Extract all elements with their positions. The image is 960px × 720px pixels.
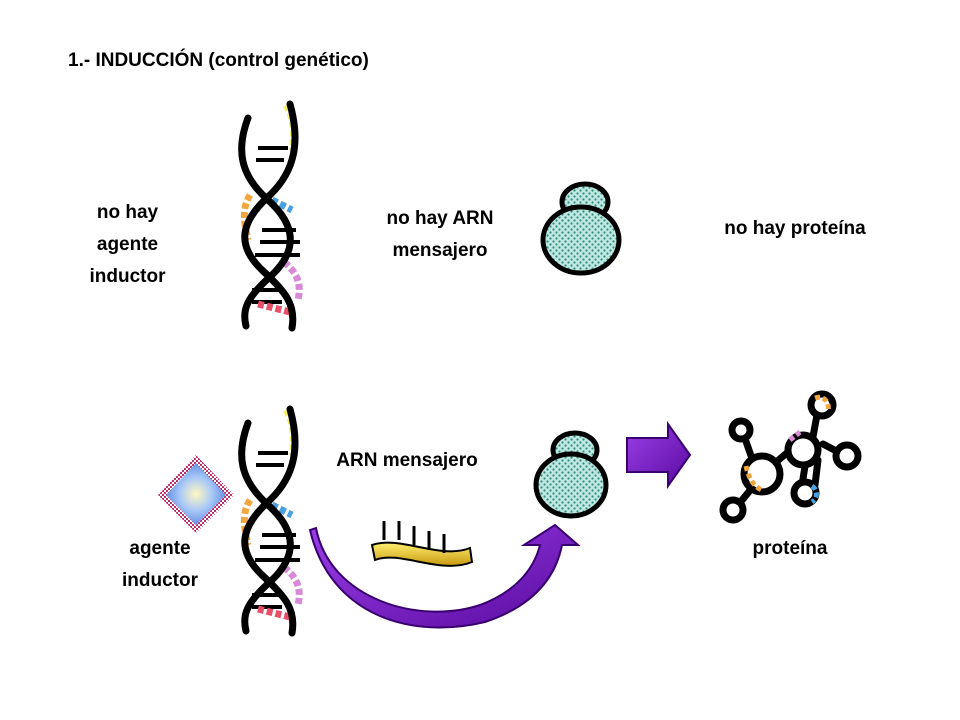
top-mrna-label: no hay ARN mensajero — [365, 203, 515, 267]
top-inductor-line-1: no hay — [96, 202, 159, 223]
bottom-inductor-label: agente inductor — [100, 533, 220, 597]
top-mrna-line-2: mensajero — [392, 240, 488, 261]
right-arrow — [626, 420, 692, 490]
protein-colored-segments — [743, 394, 831, 505]
bottom-inductor-line-1: agente — [129, 538, 191, 559]
page-title: 1.- INDUCCIÓN (control genético) — [68, 50, 369, 71]
ribosome-bottom — [533, 430, 609, 519]
dna-helix-top — [238, 100, 303, 332]
mrna-strand — [370, 521, 474, 567]
ribosome-top — [540, 181, 622, 276]
inductor-agent-icon — [158, 455, 234, 533]
top-inductor-label: no hay agente inductor — [70, 197, 185, 293]
bottom-protein-label: proteína — [752, 538, 828, 559]
protein-molecule — [719, 390, 862, 524]
top-mrna-line-1: no hay ARN — [386, 208, 494, 229]
top-inductor-line-3: inductor — [89, 266, 166, 287]
top-protein-label: no hay proteína — [724, 218, 866, 239]
bottom-mrna-label: ARN mensajero — [336, 450, 478, 471]
curved-arrow — [308, 523, 581, 629]
top-inductor-line-2: agente — [96, 234, 159, 255]
bottom-inductor-line-2: inductor — [122, 570, 198, 591]
dna-helix-bottom — [238, 405, 303, 637]
